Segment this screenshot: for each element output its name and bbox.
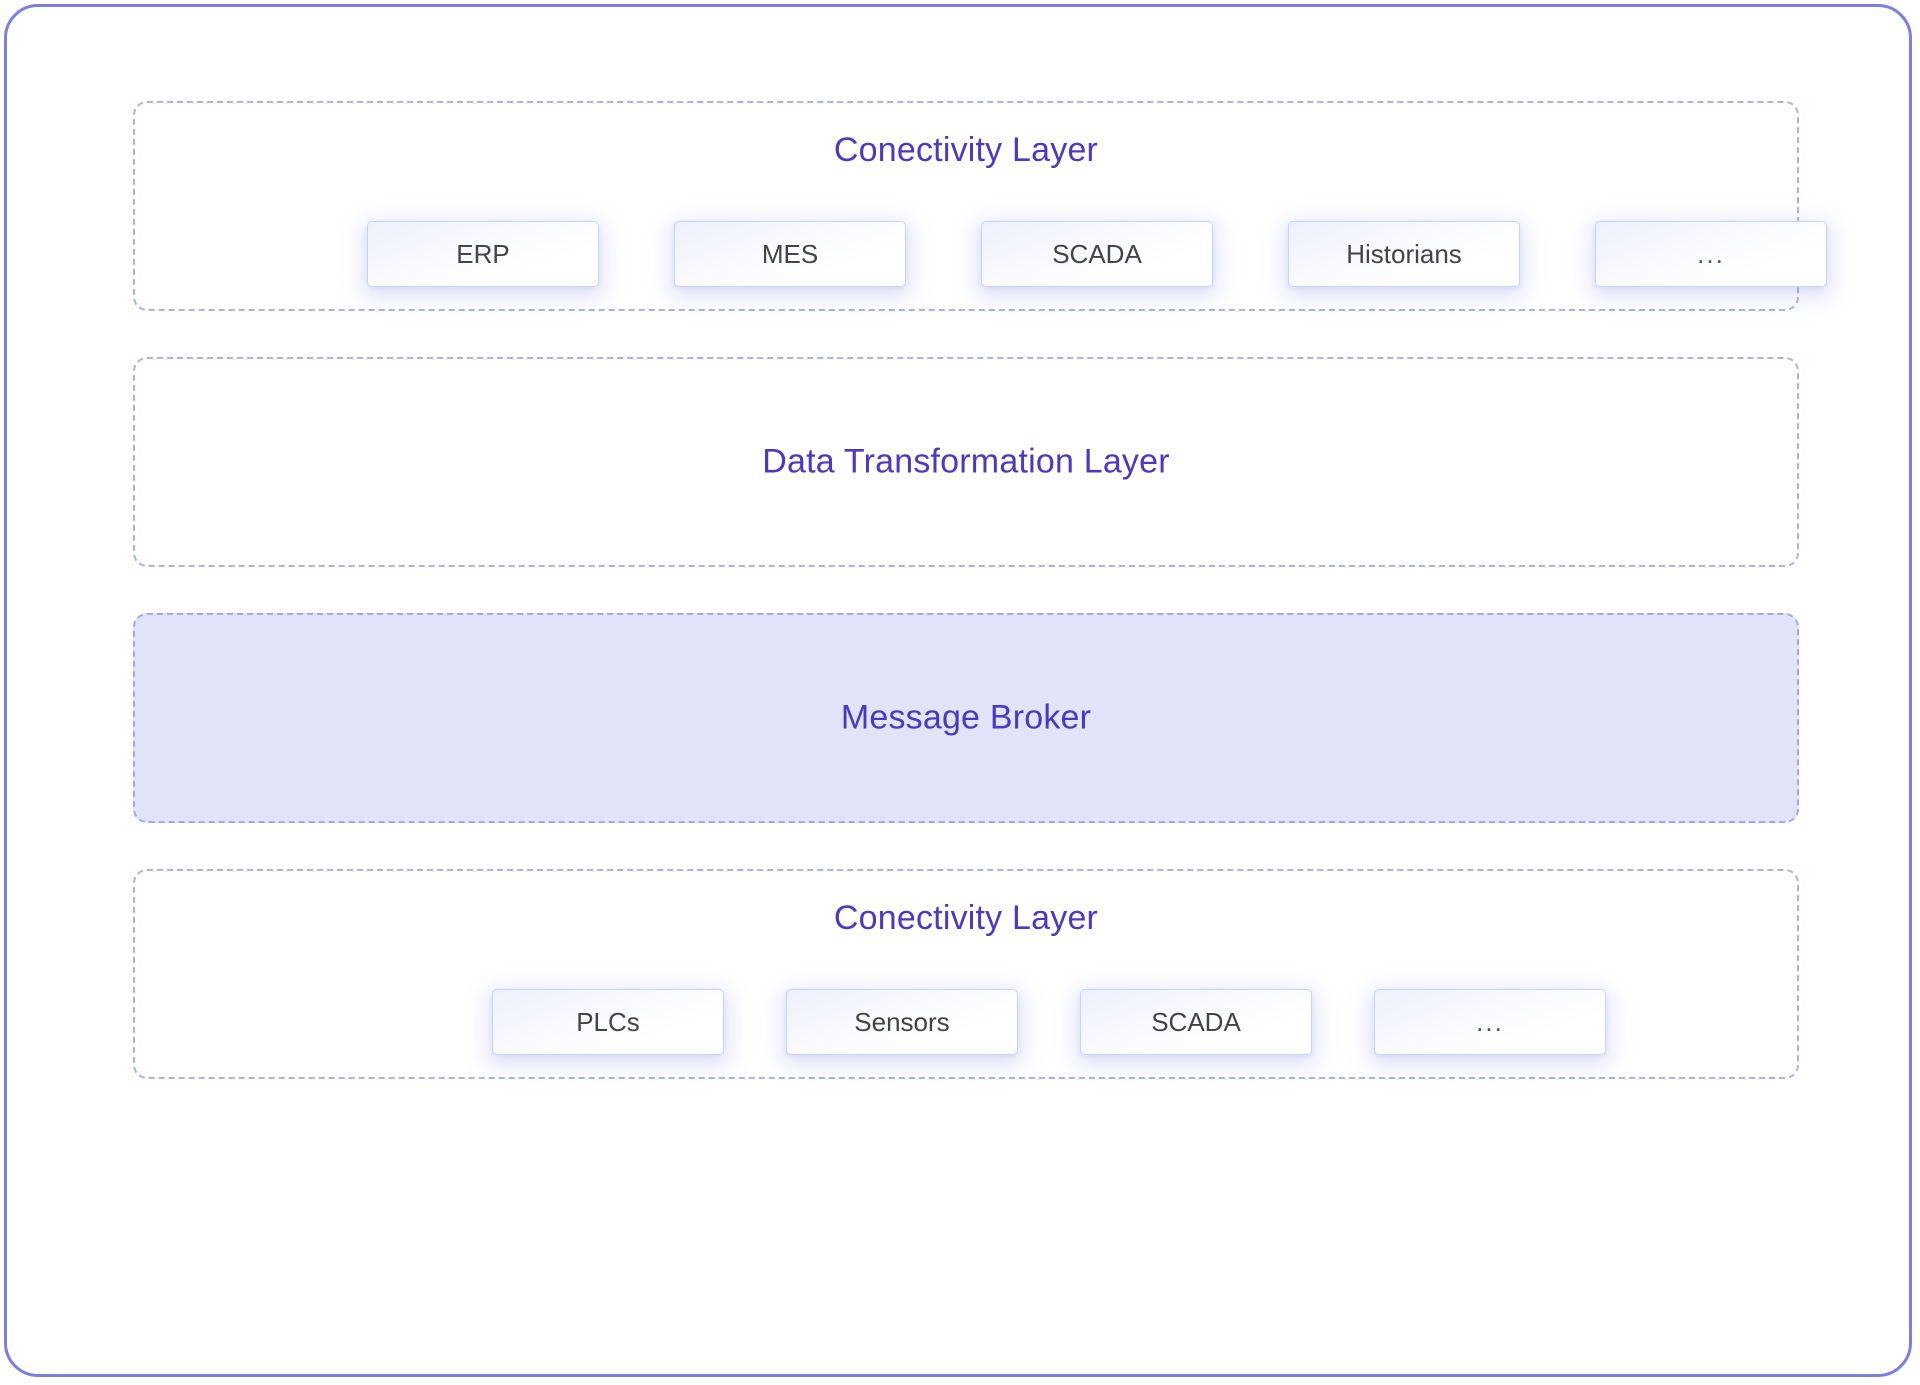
node-label: Sensors	[854, 1006, 950, 1037]
architecture-diagram-frame: Conectivity Layer ERP MES SCADA Historia…	[4, 4, 1912, 1377]
layer-connectivity-top: Conectivity Layer ERP MES SCADA Historia…	[133, 101, 1827, 311]
node-more-top[interactable]: ...	[1595, 221, 1827, 287]
layer-title-connectivity-bottom: Conectivity Layer	[833, 899, 1099, 937]
node-label: SCADA	[1052, 238, 1142, 269]
node-historians[interactable]: Historians	[1288, 221, 1520, 287]
node-more-bottom[interactable]: ...	[1374, 989, 1606, 1055]
node-scada-top[interactable]: SCADA	[981, 221, 1213, 287]
node-label: ERP	[456, 238, 510, 269]
node-erp[interactable]: ERP	[367, 221, 599, 287]
node-scada-bottom[interactable]: SCADA	[1080, 989, 1312, 1055]
node-label: MES	[761, 238, 819, 269]
node-label: Historians	[1346, 238, 1462, 269]
node-row-connectivity-bottom: PLCs Sensors SCADA ...	[492, 989, 1606, 1055]
node-label: PLCs	[576, 1006, 640, 1037]
node-label: SCADA	[1151, 1006, 1241, 1037]
node-label: ...	[1697, 238, 1725, 269]
node-mes[interactable]: MES	[674, 221, 906, 287]
layer-connectivity-bottom: Conectivity Layer PLCs Sensors SCADA ...	[133, 869, 1799, 1079]
layer-data-transformation: Data Transformation Layer	[133, 357, 1799, 567]
layer-title-connectivity-top: Conectivity Layer	[833, 131, 1099, 169]
node-plcs[interactable]: PLCs	[492, 989, 724, 1055]
node-sensors[interactable]: Sensors	[786, 989, 1018, 1055]
node-label: ...	[1476, 1006, 1504, 1037]
layer-title-message-broker: Message Broker	[840, 698, 1092, 737]
node-row-connectivity-top: ERP MES SCADA Historians ...	[367, 221, 1827, 287]
layer-message-broker: Message Broker	[133, 613, 1799, 823]
layer-title-data-transformation: Data Transformation Layer	[762, 442, 1170, 481]
